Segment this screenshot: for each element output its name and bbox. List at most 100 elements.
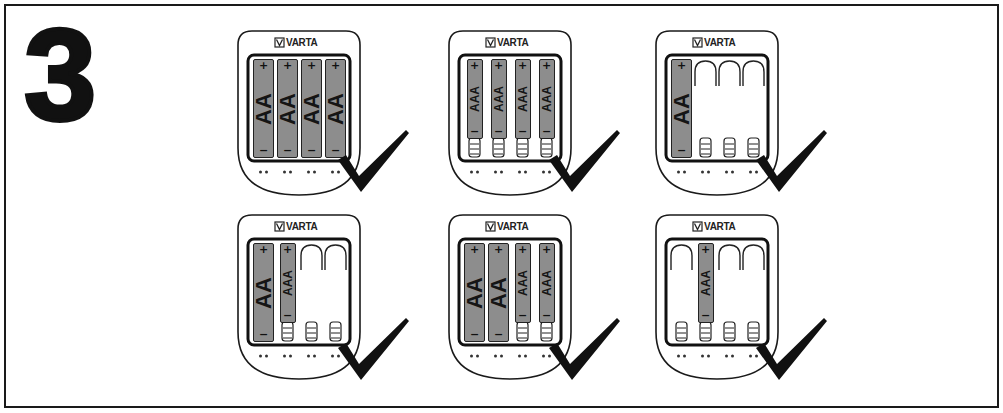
spring-contact (724, 138, 735, 157)
spring-contact (541, 322, 552, 341)
battery-size: AAA (493, 86, 505, 112)
led-dot (749, 355, 752, 358)
aaa-battery: +AAA− (515, 243, 531, 323)
plus-terminal: + (542, 244, 551, 256)
plus-terminal: + (677, 60, 686, 72)
plus-terminal: + (494, 60, 503, 72)
led-dot (707, 171, 710, 174)
led-dot (524, 355, 527, 358)
brand-name: VARTA (286, 221, 317, 232)
led-dot (331, 355, 334, 358)
led-dot (677, 355, 680, 358)
charger-unit: VARTA +AAA− (655, 214, 779, 380)
led-dot (542, 171, 545, 174)
logo-box (486, 38, 495, 47)
aaa-battery: +AAA− (491, 59, 507, 139)
checkmark (338, 130, 409, 192)
empty-slot (719, 61, 740, 86)
charger-body (449, 31, 571, 195)
charger-unit: VARTA+AAA−+AAA−+AAA−+AAA− (448, 30, 572, 196)
led-dot (265, 171, 268, 174)
spring-lines (307, 328, 316, 338)
logo-box (693, 222, 702, 231)
battery-size: AA (253, 93, 275, 125)
battery-bay (248, 55, 350, 161)
spring-lines (749, 144, 758, 154)
spring-lines (494, 144, 503, 154)
charger-outline (655, 214, 779, 380)
aaa-battery: +AAA− (467, 59, 483, 139)
battery-size: AA (301, 93, 323, 125)
checkmark (756, 318, 827, 380)
led-dot (265, 355, 268, 358)
led-dot (731, 171, 734, 174)
charger-body (656, 215, 778, 379)
spring-lines (518, 144, 527, 154)
spring-lines (470, 144, 479, 154)
led-dot (307, 171, 310, 174)
led-dot (476, 355, 479, 358)
minus-terminal: − (542, 126, 551, 138)
minus-terminal: − (470, 329, 479, 341)
plus-terminal: + (331, 60, 340, 72)
aaa-battery: +AAA− (698, 243, 714, 323)
aaa-battery: +AAA− (280, 243, 296, 323)
spring-lines (518, 328, 527, 338)
led-dot (470, 171, 473, 174)
minus-terminal: − (259, 145, 268, 157)
led-dot (331, 171, 334, 174)
plus-terminal: + (259, 244, 268, 256)
spring-lines (725, 328, 734, 338)
logo-box (275, 38, 284, 47)
aaa-battery: +AAA− (539, 243, 555, 323)
led-dot (755, 171, 758, 174)
empty-slot (719, 245, 740, 270)
brand-name: VARTA (704, 221, 735, 232)
led-dot (683, 355, 686, 358)
led-dot (725, 355, 728, 358)
led-dot (701, 171, 704, 174)
logo-mark (695, 40, 701, 46)
led-dot (524, 171, 527, 174)
empty-slot (695, 61, 716, 86)
led-dot (731, 355, 734, 358)
charger-body (656, 31, 778, 195)
minus-terminal: − (518, 126, 527, 138)
led-dot (337, 355, 340, 358)
logo-mark (277, 224, 283, 230)
minus-terminal: − (307, 145, 316, 157)
aa-battery: +AA− (325, 59, 346, 158)
spring-contact (330, 322, 341, 341)
spring-contact (517, 138, 528, 157)
checkmark (549, 130, 620, 192)
plus-terminal: + (494, 244, 503, 256)
led-dot (677, 171, 680, 174)
led-dot (289, 171, 292, 174)
aa-battery: +AA− (464, 243, 485, 342)
battery-bay (459, 239, 561, 345)
spring-lines (542, 144, 551, 154)
charger-unit: VARTA+AA−+AA−+AAA−+AAA− (448, 214, 572, 380)
led-dot (755, 355, 758, 358)
plus-terminal: + (470, 60, 479, 72)
battery-bay (248, 239, 350, 345)
battery-bay (666, 239, 768, 345)
empty-slot (743, 61, 764, 86)
spring-lines (725, 144, 734, 154)
led-dot (749, 171, 752, 174)
battery-size: AAA (517, 270, 529, 296)
minus-terminal: − (494, 329, 503, 341)
empty-slot (671, 245, 692, 270)
brand-name: VARTA (704, 37, 735, 48)
battery-size: AA (488, 277, 510, 309)
empty-slot (301, 245, 322, 270)
aa-battery: +AA− (277, 59, 298, 158)
empty-slot (743, 245, 764, 270)
plus-terminal: + (259, 60, 268, 72)
plus-terminal: + (518, 244, 527, 256)
spring-lines (701, 328, 710, 338)
spring-lines (331, 328, 340, 338)
minus-terminal: − (331, 145, 340, 157)
